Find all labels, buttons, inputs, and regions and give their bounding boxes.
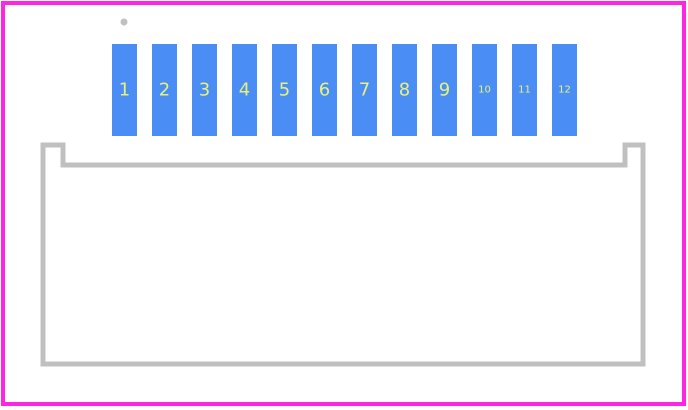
pad-8 [392, 44, 417, 136]
pad-11 [512, 44, 537, 136]
pad-label-10: 10 [478, 85, 491, 96]
pad-10 [472, 44, 497, 136]
pad-2 [152, 44, 177, 136]
pad-label-9: 9 [439, 80, 450, 101]
pad-5 [272, 44, 297, 136]
pad-label-7: 7 [359, 80, 370, 101]
pad-label-12: 12 [558, 85, 571, 96]
pad-4 [232, 44, 257, 136]
pad-1 [112, 44, 137, 136]
pad-label-6: 6 [319, 80, 330, 101]
pad-label-3: 3 [199, 80, 210, 101]
pad-label-2: 2 [159, 80, 170, 101]
pad-6 [312, 44, 337, 136]
pad-label-4: 4 [239, 80, 250, 101]
pin1-marker [120, 18, 128, 26]
pad-label-8: 8 [399, 80, 410, 101]
pad-12 [552, 44, 577, 136]
silkscreen-outline [40, 142, 646, 367]
pad-9 [432, 44, 457, 136]
pad-3 [192, 44, 217, 136]
pad-label-5: 5 [279, 80, 290, 101]
pad-7 [352, 44, 377, 136]
pad-label-1: 1 [119, 80, 130, 101]
pad-label-11: 11 [518, 85, 531, 96]
